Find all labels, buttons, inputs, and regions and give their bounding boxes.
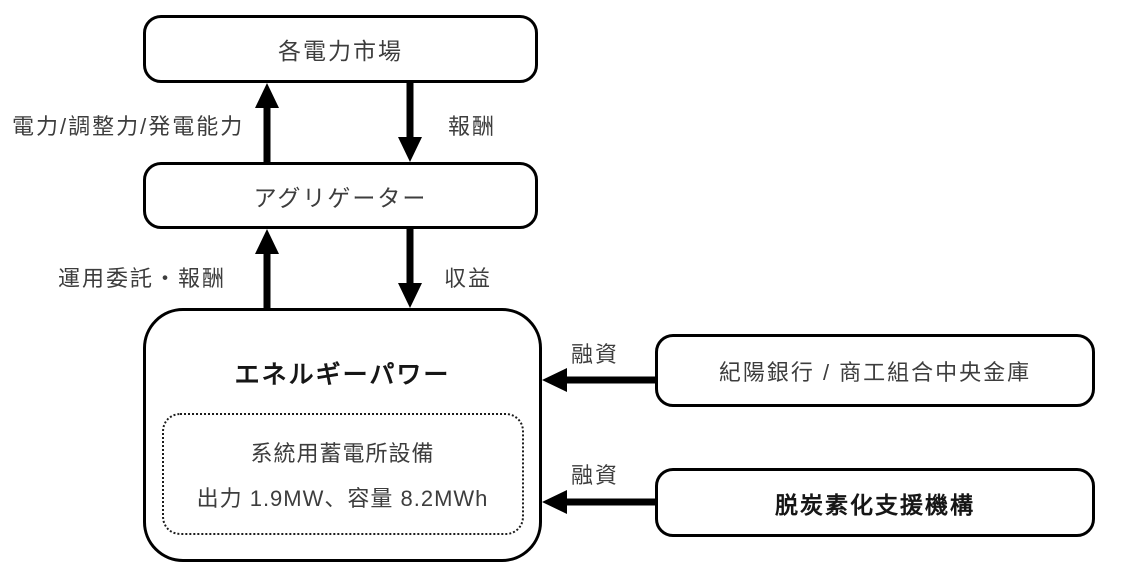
energy-power-box: エネルギーパワー 系統用蓄電所設備 出力 1.9MW、容量 8.2MWh <box>143 308 542 562</box>
arrow-down-revenue-icon <box>398 229 422 308</box>
edge-label-loan-decarb: 融資 <box>571 463 620 488</box>
arrow-shaft <box>406 83 414 142</box>
battery-facility-box: 系統用蓄電所設備 出力 1.9MW、容量 8.2MWh <box>161 413 524 535</box>
aggregator-box: アグリゲーター <box>143 162 538 229</box>
arrow-down-reward-icon <box>398 83 422 162</box>
edge-label-operation: 運用委託・報酬 <box>58 266 227 291</box>
arrow-shaft <box>406 229 414 288</box>
market-box-label: 各電力市場 <box>278 38 403 64</box>
arrow-shaft <box>562 498 655 506</box>
market-box: 各電力市場 <box>143 15 538 83</box>
decarbonization-box-label: 脱炭素化支援機構 <box>775 491 975 518</box>
arrow-left-loan-decarb-icon <box>542 490 655 514</box>
arrowhead-down-icon <box>398 283 422 308</box>
edge-label-supply: 電力/調整力/発電能力 <box>12 114 245 139</box>
edge-label-loan-banks: 融資 <box>571 342 620 367</box>
edge-label-reward: 報酬 <box>448 114 497 139</box>
banks-box: 紀陽銀行 / 商工組合中央金庫 <box>655 334 1095 407</box>
arrow-up-supply-icon <box>255 83 279 162</box>
banks-box-label: 紀陽銀行 / 商工組合中央金庫 <box>718 359 1032 385</box>
decarbonization-box: 脱炭素化支援機構 <box>655 468 1095 537</box>
arrow-shaft <box>263 103 271 162</box>
arrow-shaft <box>562 376 655 384</box>
arrowhead-down-icon <box>398 137 422 162</box>
battery-facility-name: 系統用蓄電所設備 <box>250 440 435 466</box>
edge-label-revenue: 収益 <box>444 266 493 291</box>
battery-facility-spec: 出力 1.9MW、容量 8.2MWh <box>196 485 489 511</box>
energy-power-title: エネルギーパワー <box>234 361 451 389</box>
arrow-left-loan-banks-icon <box>542 368 655 392</box>
arrow-up-operation-icon <box>255 229 279 308</box>
aggregator-box-label: アグリゲーター <box>253 184 428 211</box>
arrow-shaft <box>263 249 271 308</box>
